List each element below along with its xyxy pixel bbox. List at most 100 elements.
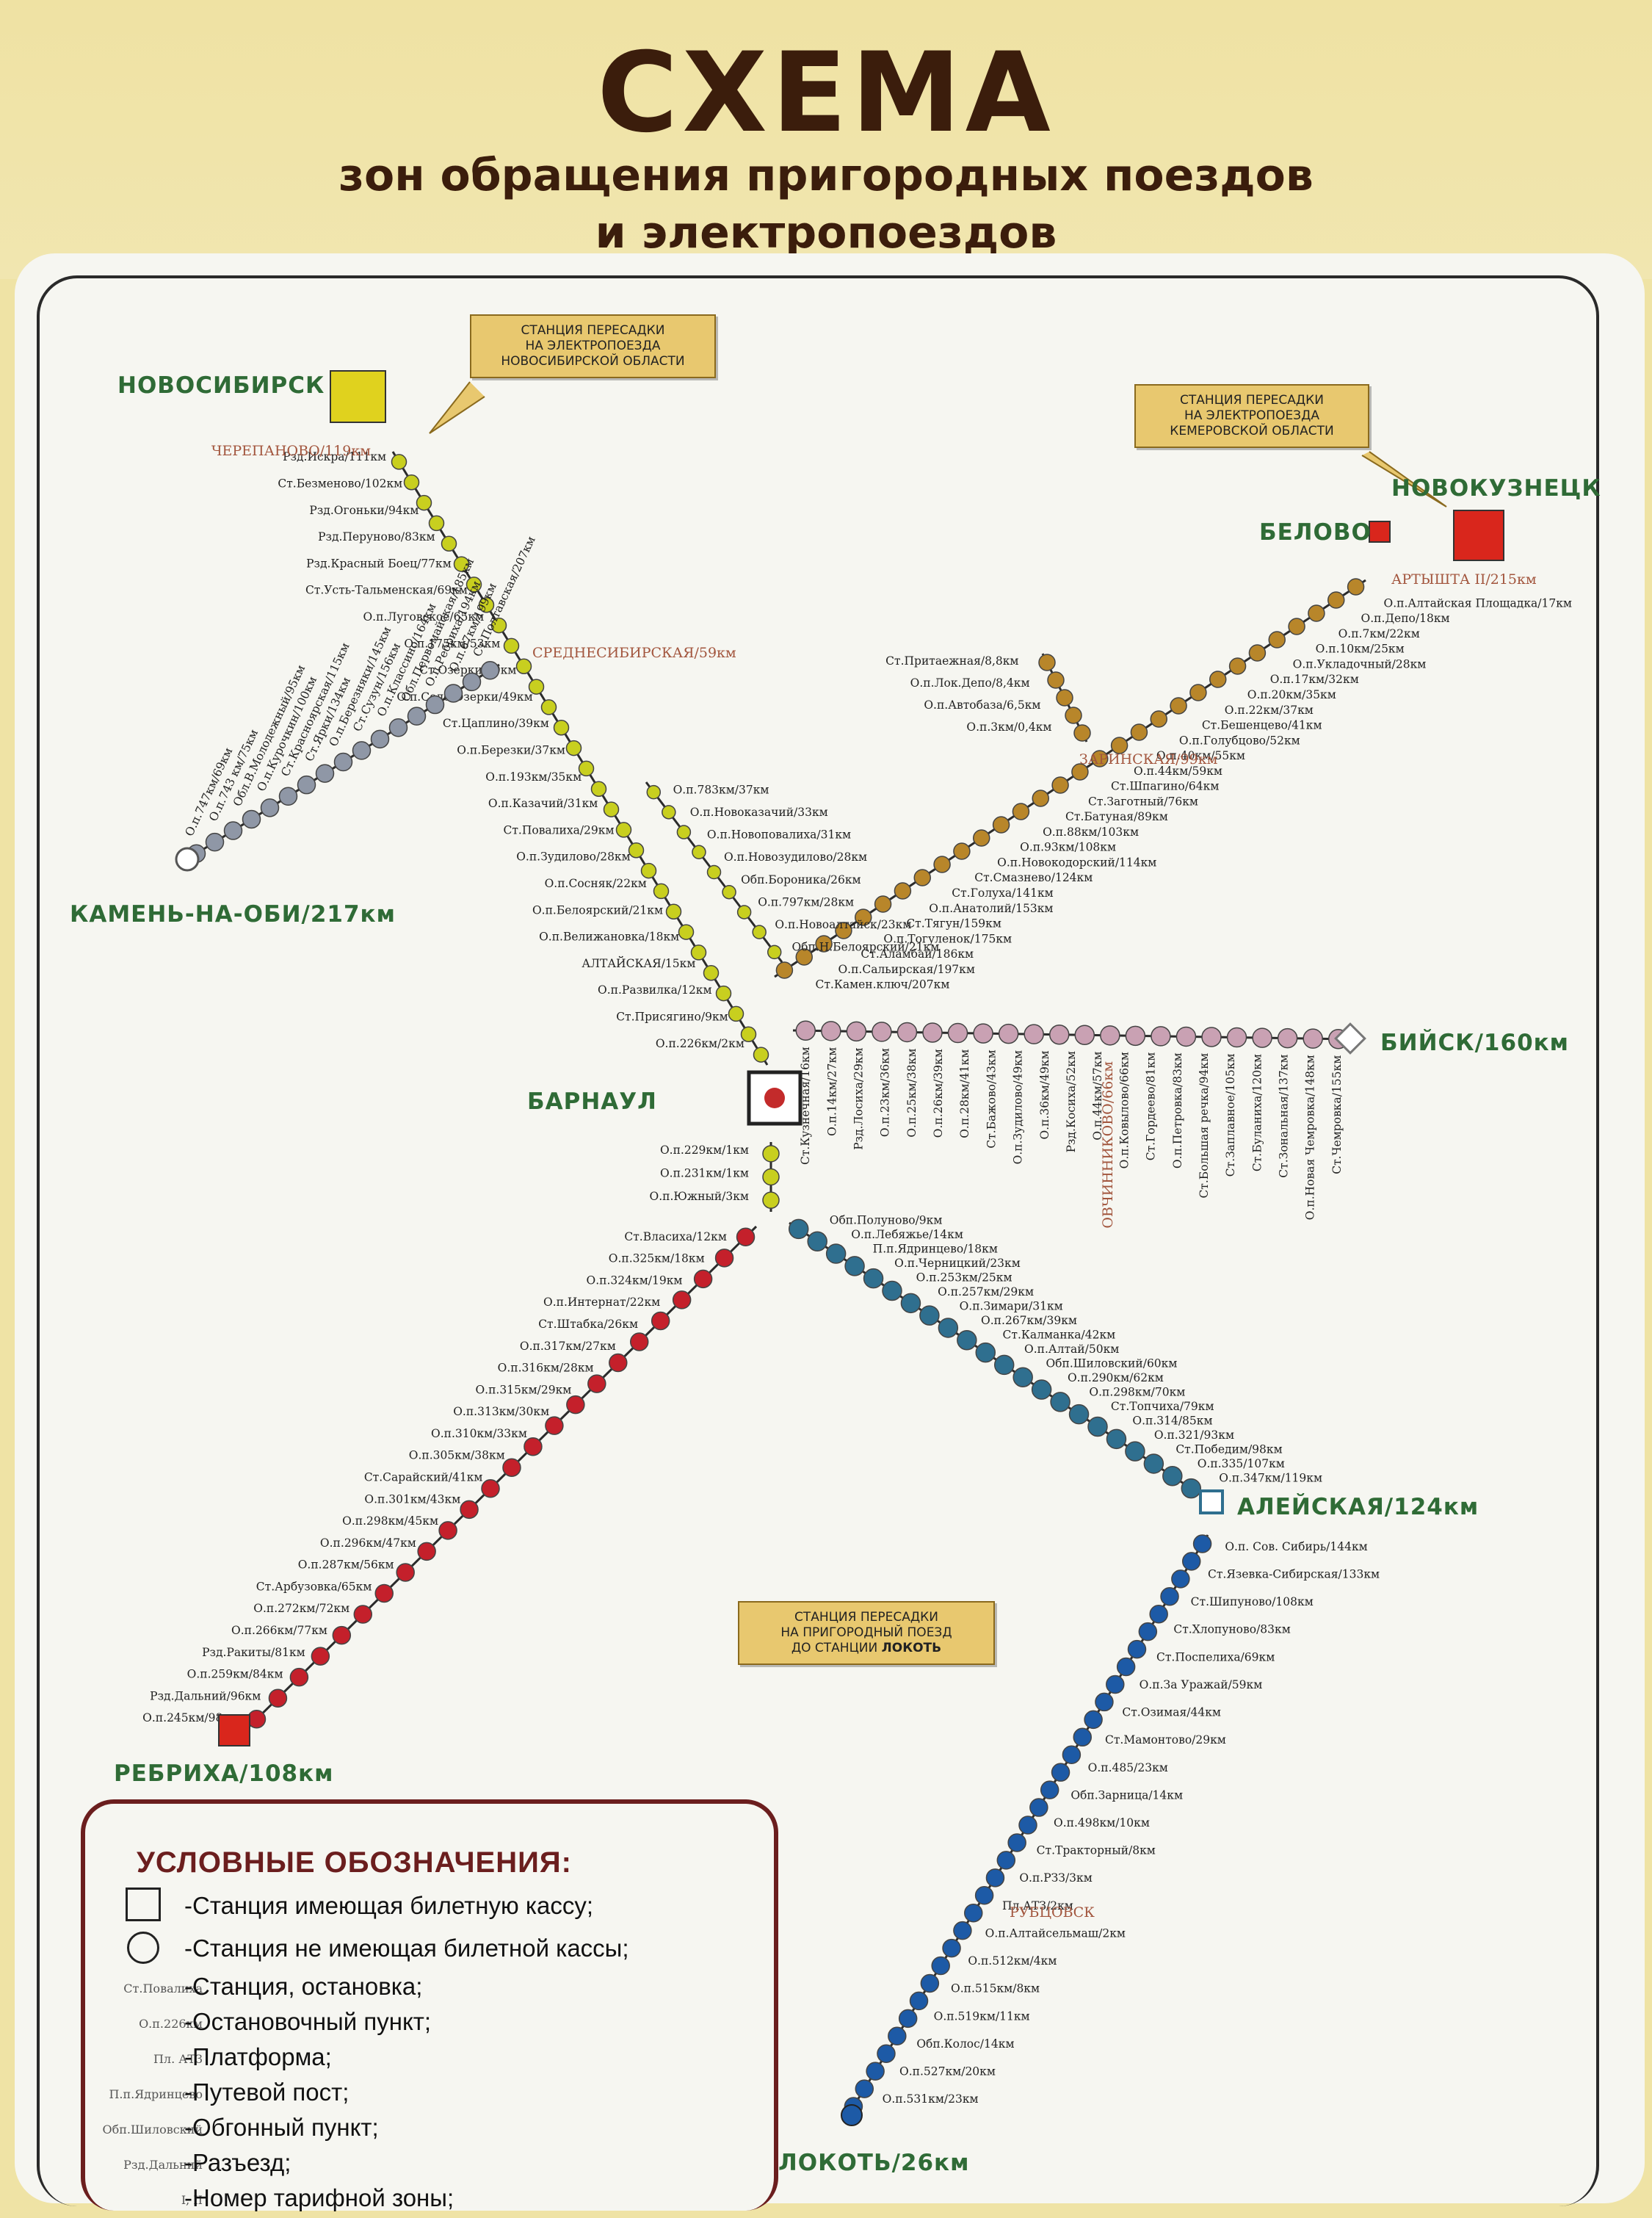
biysk-line-stop-marker xyxy=(922,1022,943,1043)
legend-text: -Остановочный пункт; xyxy=(184,2008,432,2035)
biysk-line-stop-marker xyxy=(1151,1026,1171,1047)
legend-row-ticket-office: -Станция имеющая билетную кассу; xyxy=(85,1888,775,1926)
zarinskaya-line-stop-marker xyxy=(795,948,813,966)
lokot-line-stop-marker xyxy=(1062,1745,1082,1764)
novosibirsk-line-stop-marker xyxy=(515,658,532,674)
kamen-line-stop-marker xyxy=(333,752,353,772)
lokot-line-stop-marker xyxy=(877,2044,896,2063)
novosibirsk-line-station-label: О.п.Луговское/65км xyxy=(363,610,484,624)
zarinskaya-line-station-label: Ст.Голуха/141км xyxy=(952,886,1053,900)
barnaul-south-line-station-label: О.п.Южный/3км xyxy=(650,1190,749,1203)
lokot-line-stop-marker xyxy=(942,1938,961,1958)
rebrikha-line-station-label: Рзд.Ракиты/81км xyxy=(202,1646,305,1659)
spur-line-stop-marker xyxy=(1038,654,1056,671)
novokuznetsk-terminal xyxy=(1453,510,1504,561)
rebrikha-line-station-label: О.п.266км/77км xyxy=(231,1624,327,1637)
novosibirsk-line-station-label: О.п.175км/53км xyxy=(404,637,500,650)
zarinskaya-line-stop-marker xyxy=(1150,710,1167,728)
zarinskaya-line-station-label: О.п.Депо/18км xyxy=(1361,612,1450,625)
biysk-line-station-label: Рзд.Косиха/52км xyxy=(1065,1051,1078,1152)
rebrikha-line-stop-marker xyxy=(332,1625,352,1645)
branch-line-station-label: О.п.783км/37км xyxy=(673,783,769,796)
zarinskaya-line-station-label: О.п.44км/59км xyxy=(1134,765,1222,778)
branch-line-station-label: О.п.Новозудилово/28км xyxy=(724,850,867,864)
kamen-line-stop-marker xyxy=(205,832,225,852)
aleyskaya-line-station-label: О.п.253км/25км xyxy=(916,1271,1012,1285)
callout-line: НА ПРИГОРОДНЫЙ ПОЕЗД xyxy=(780,1625,952,1640)
kamen-line-stop-marker xyxy=(352,741,372,760)
biysk-line-station-label: О.п.14км/27км xyxy=(825,1047,838,1136)
biysk-line-station-label: О.п.26км/39км xyxy=(932,1049,945,1138)
rebrikha-line-stop-marker xyxy=(714,1249,734,1268)
legend-text: -Номер тарифной зоны; xyxy=(184,2184,454,2211)
zarinskaya-line-station-label: Ст.Тягун/159км xyxy=(906,917,1001,931)
novosibirsk-line-stop-marker xyxy=(690,944,707,961)
novosibirsk-line-stop-marker xyxy=(478,597,495,613)
lokot-line-stop-marker xyxy=(1106,1675,1125,1694)
spur-line-stop-marker xyxy=(1047,671,1065,689)
zarinskaya-line-stop-marker xyxy=(1228,657,1247,675)
kamen-terminal xyxy=(175,847,200,872)
kamen-line-stop-marker xyxy=(388,718,408,737)
rebrikha-line-station-label: Ст.Арбузовка/65км xyxy=(256,1580,372,1593)
novosibirsk-line-stop-marker xyxy=(428,515,445,532)
rebrikha-line-stop-marker xyxy=(545,1416,564,1435)
novokuznetsk-label: НОВОКУЗНЕЦК xyxy=(1391,475,1601,502)
kamen-line-stop-marker xyxy=(242,809,261,829)
novosibirsk-line-station-label: Ст.Цаплино/39км xyxy=(443,717,549,730)
rebrikha-line-station-label: О.п.Интернат/22км xyxy=(543,1296,660,1309)
aleyskaya-line-stop-marker xyxy=(825,1243,847,1264)
novosibirsk-line-stop-marker xyxy=(753,1047,769,1063)
biysk-line-stop-marker xyxy=(1303,1028,1323,1049)
spur-line-station-label: О.п.Лок.Депо/8,4км xyxy=(910,676,1030,690)
zarinskaya-line-track xyxy=(774,579,1366,978)
zarinskaya-line-stop-marker xyxy=(992,816,1010,834)
legend-text: -Разъезд; xyxy=(184,2149,291,2176)
aleyskaya-line-stop-marker xyxy=(1162,1466,1183,1487)
aleyskaya-line-station-label: О.п.347км/119км xyxy=(1219,1471,1322,1484)
rebrikha-line-station-label: Ст.Власиха/12км xyxy=(624,1230,727,1243)
legend-row-siding: Рзд.Дальний -Разъезд; xyxy=(85,2149,775,2183)
zarinskaya-line-stop-marker xyxy=(953,842,971,860)
zarinskaya-line-stop-marker xyxy=(1170,697,1187,715)
lokot-label: ЛОКОТЬ/26км xyxy=(778,2150,969,2176)
biysk-line-stop-marker xyxy=(1125,1025,1146,1047)
lokot-line-station-label: Ст.Тракторный/8км xyxy=(1037,1844,1156,1857)
zarinskaya-line-station-label: Ст.Заготный/76км xyxy=(1088,795,1198,808)
legend-sample: П.п.Ядринцево xyxy=(109,2087,203,2101)
biysk-line-stop-marker xyxy=(1175,1026,1197,1047)
biysk-line-station-label: О.п.Зудилово/49км xyxy=(1012,1050,1025,1164)
lokot-line-stop-marker xyxy=(909,1991,929,2011)
novosibirsk-line-stop-marker xyxy=(628,842,645,859)
zarinskaya-line-stop-marker xyxy=(874,895,892,913)
kamen-line-stop-marker xyxy=(443,684,463,703)
page-subtitle: зон обращения пригородных поездов и элек… xyxy=(220,147,1432,261)
zarinskaya-line-station-label: О.п.Алтайская Площадка/17км xyxy=(1384,596,1572,610)
rebrikha-terminal xyxy=(218,1714,250,1746)
branch-line-stop-marker xyxy=(676,825,692,839)
biysk-line-station-label: О.п.28км/41км xyxy=(958,1050,971,1138)
novosibirsk-line-station-label: Ст.Усть-Тальменская/69км xyxy=(305,584,468,597)
spur-line-station-label: О.п.3км/0,4км xyxy=(966,720,1051,734)
rebrikha-line-station-label: О.п.298км/45км xyxy=(342,1514,438,1528)
rebrikha-line-station-label: О.п.315км/29км xyxy=(475,1383,571,1396)
biysk-line-stop-marker xyxy=(872,1022,892,1042)
lokot-line-station-label: Ст.Поспелиха/69км xyxy=(1156,1650,1275,1664)
novosibirsk-line-station-label: Рзд.Красный Боец/77км xyxy=(306,557,452,570)
novosibirsk-line-stop-marker xyxy=(715,985,732,1002)
novosibirsk-line-station-label: Рзд.Искра/111км xyxy=(283,450,386,463)
rebrikha-line-station-label: О.п.305км/38км xyxy=(409,1449,505,1462)
callout-line: СТАНЦИЯ ПЕРЕСАДКИ xyxy=(521,323,665,338)
zarinskaya-line-stop-marker xyxy=(1012,803,1030,820)
legend-row-platform: Пл. АТЗ -Платформа; xyxy=(85,2043,775,2077)
rebrikha-line-station-label: Ст.Сарайский/41км xyxy=(364,1471,483,1484)
lokot-line-stop-marker xyxy=(1116,1657,1136,1677)
branch-line-station-label: О.п.Новоповалиха/31км xyxy=(707,828,851,842)
zarinskaya-line-station-label: О.п.10км/25км xyxy=(1316,643,1405,656)
zarinskaya-line-stop-marker xyxy=(1110,737,1128,754)
rebrikha-line-stop-marker xyxy=(736,1227,756,1247)
rubtsovsk-label: РУБЦОВСК xyxy=(1010,1904,1095,1921)
aleyskaya-line-station-label: О.п.267км/39км xyxy=(981,1314,1077,1327)
legend-text: -Обгонный пункт; xyxy=(184,2114,379,2141)
lokot-line-station-label: О.п. Сов. Сибирь/144км xyxy=(1225,1540,1367,1553)
